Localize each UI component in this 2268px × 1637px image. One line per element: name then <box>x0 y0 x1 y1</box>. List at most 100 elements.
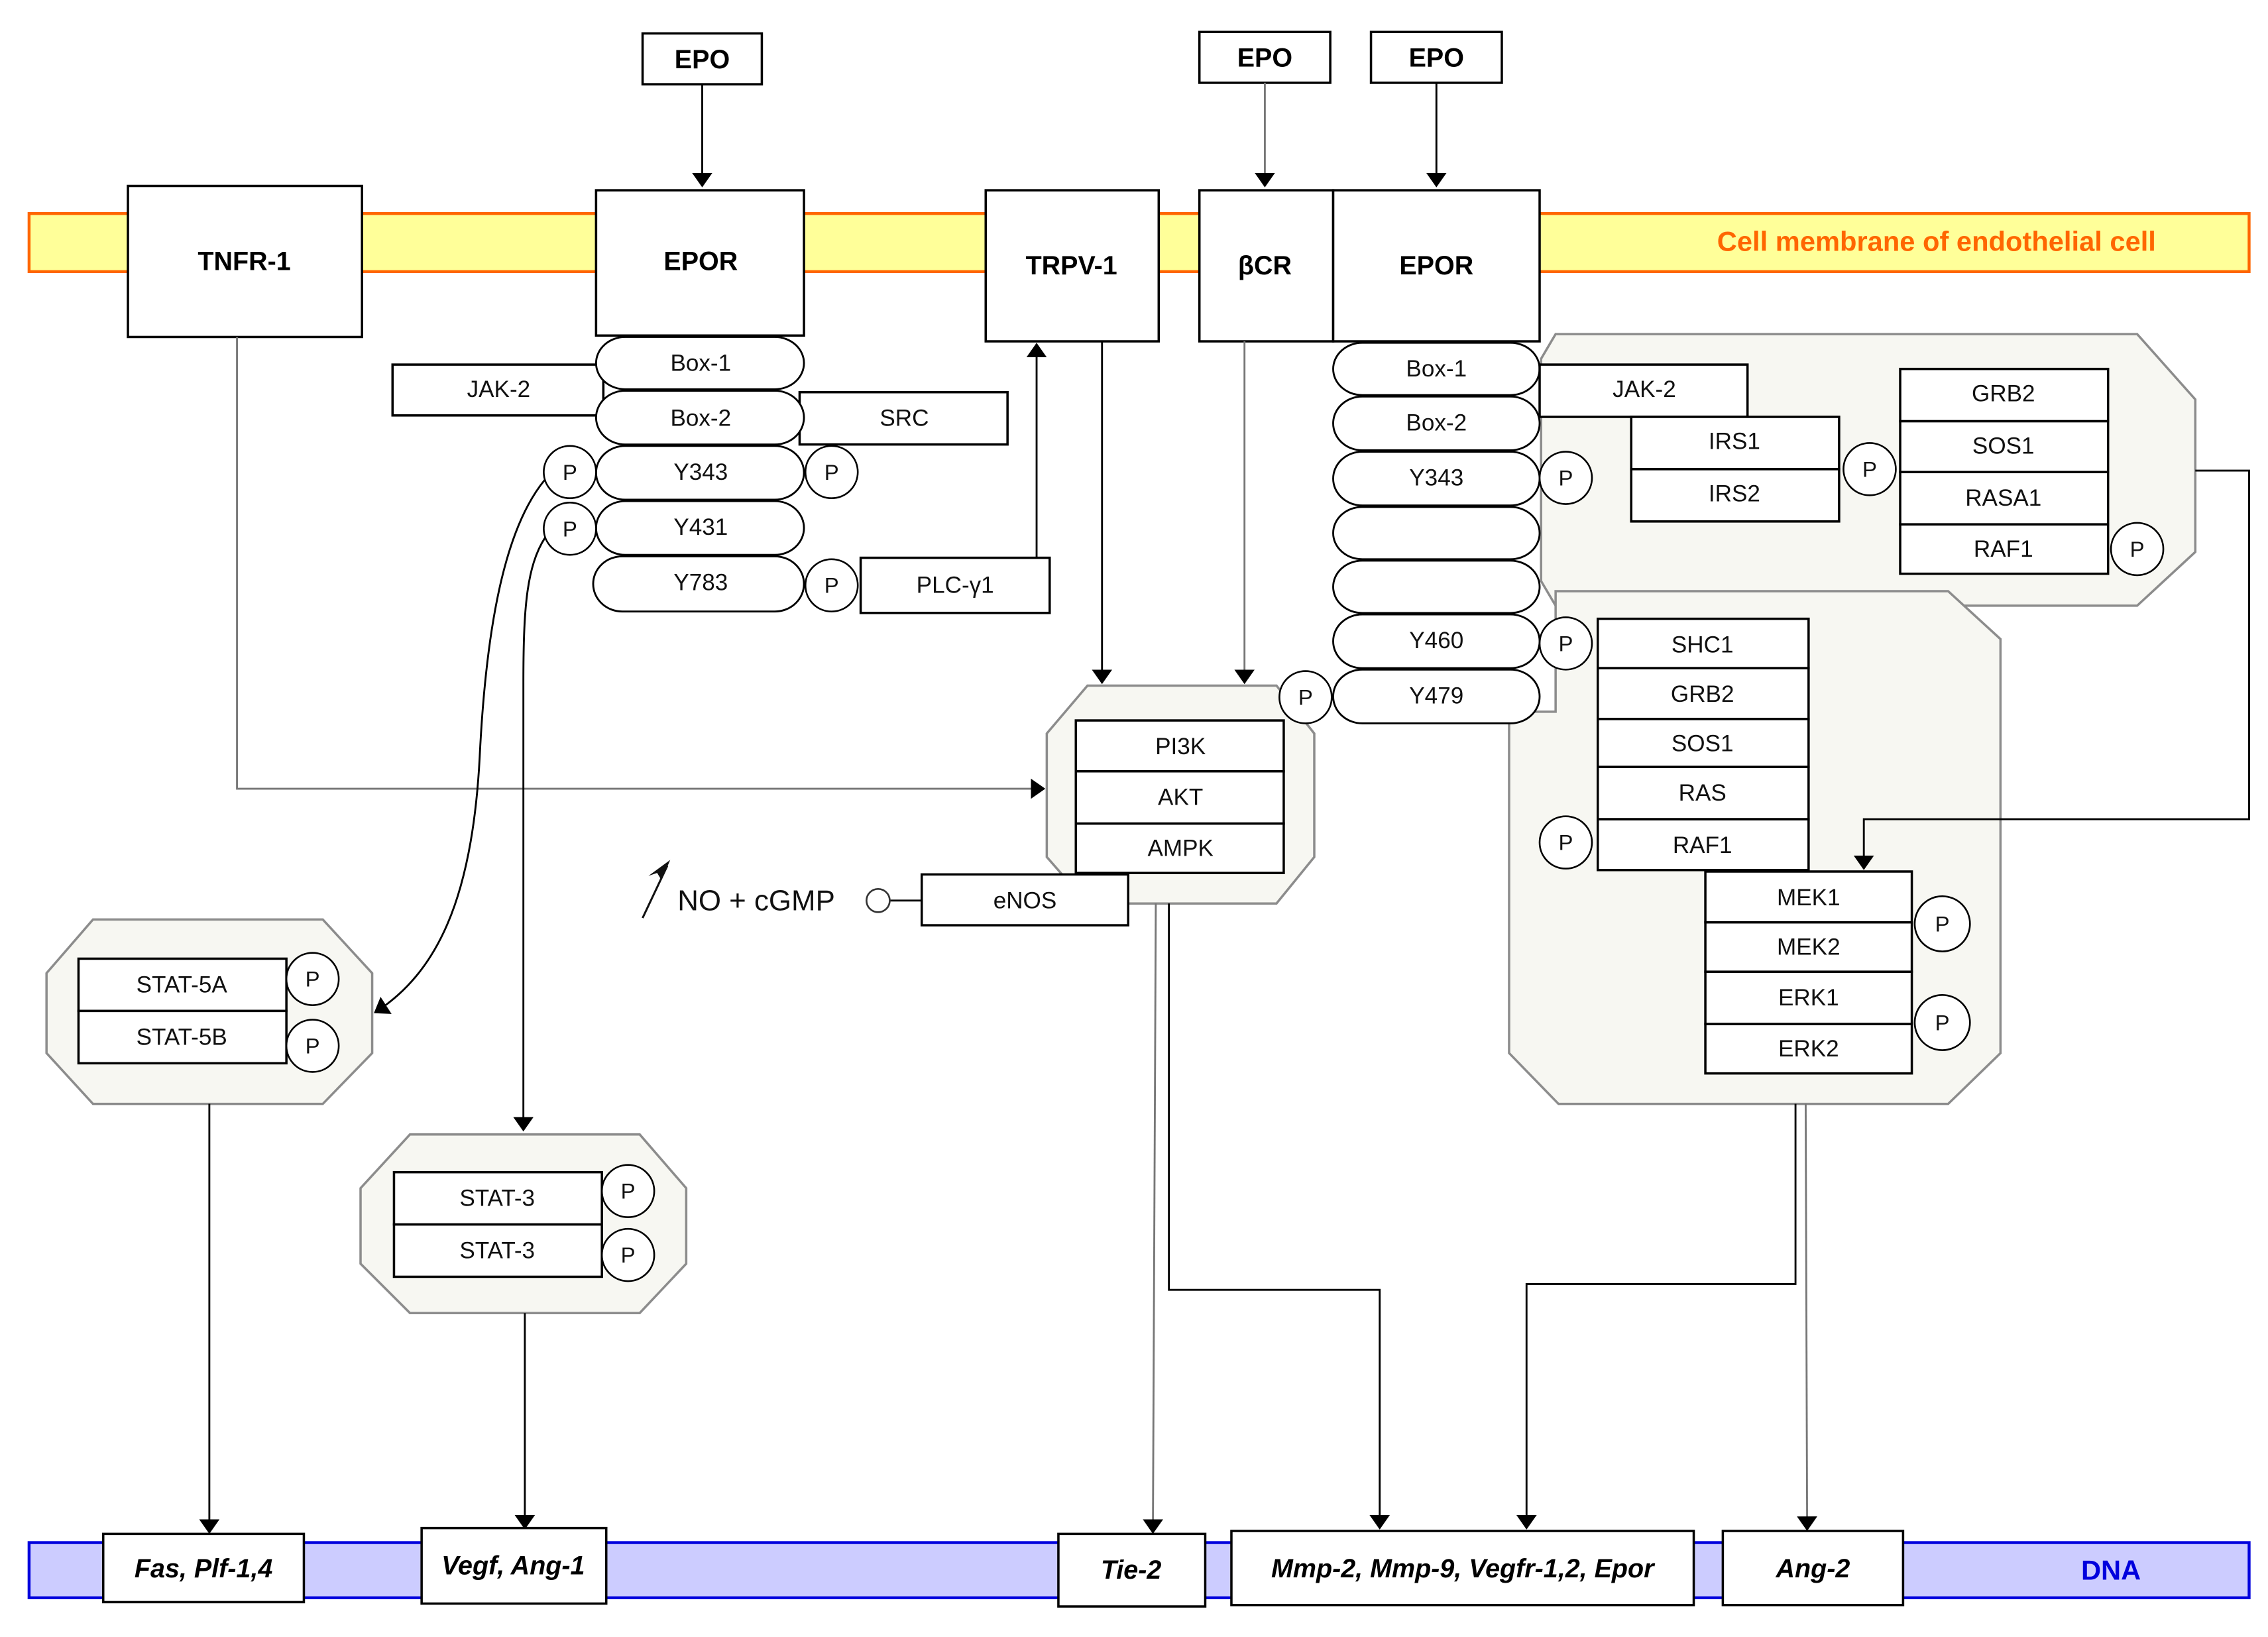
arrow-erk-mmp <box>1516 1103 1797 1530</box>
gene-fas-plf[interactable]: Fas, Plf-1,4 <box>101 1532 306 1604</box>
gene-ang2[interactable]: Ang-2 <box>1721 1530 1905 1607</box>
right-epor-domain-box2[interactable]: Box-2 <box>1332 395 1541 451</box>
left-epor-domain-y343[interactable]: Y343 <box>595 445 805 501</box>
svg-text:TRPV-1: TRPV-1 <box>1026 251 1117 280</box>
enos[interactable]: eNOS <box>920 873 1129 927</box>
mek2[interactable]: MEK2 <box>1704 921 1913 973</box>
epo-ligand-2[interactable]: EPO <box>1198 30 1332 84</box>
erk2[interactable]: ERK2 <box>1704 1023 1913 1075</box>
raf1-bottom[interactable]: RAF1 <box>1597 818 1810 872</box>
right-epor-domain-y460[interactable]: Y460 <box>1332 613 1541 669</box>
receptor-trpv1[interactable]: TRPV-1 <box>984 189 1161 343</box>
src[interactable]: SRC <box>798 390 1009 446</box>
sos1-bottom[interactable]: SOS1 <box>1597 718 1810 768</box>
svg-text:Box-1: Box-1 <box>670 350 731 376</box>
grb2-bottom[interactable]: GRB2 <box>1597 667 1810 720</box>
right-epor-domain-empty-2[interactable] <box>1332 559 1541 614</box>
arrow-pi3k-tie2 <box>1143 903 1163 1534</box>
svg-text:SOS1: SOS1 <box>1672 731 1734 757</box>
jak2-right[interactable]: JAK-2 <box>1538 363 1749 418</box>
svg-text:Fas, Plf-1,4: Fas, Plf-1,4 <box>135 1554 272 1583</box>
svg-text:ERK2: ERK2 <box>1778 1036 1839 1062</box>
right-epor-domain-y343[interactable]: Y343 <box>1332 451 1541 507</box>
svg-text:IRS1: IRS1 <box>1709 429 1760 455</box>
left-epor-domain-y431[interactable]: Y431 <box>595 500 805 556</box>
raf1-top[interactable]: RAF1 <box>1899 523 2110 575</box>
gene-tie2[interactable]: Tie-2 <box>1057 1532 1207 1608</box>
phospho-left-y431: P <box>543 501 597 556</box>
svg-text:STAT-5A: STAT-5A <box>137 972 228 997</box>
stat5b[interactable]: STAT-5B <box>77 1009 288 1065</box>
irs1[interactable]: IRS1 <box>1630 416 1841 471</box>
svg-text:AMPK: AMPK <box>1147 835 1213 861</box>
svg-text:PLC-γ1: PLC-γ1 <box>917 573 994 598</box>
svg-text:MEK1: MEK1 <box>1777 885 1841 911</box>
sos1-top[interactable]: SOS1 <box>1899 420 2110 474</box>
svg-text:P: P <box>563 516 577 541</box>
rasa1[interactable]: RASA1 <box>1899 471 2110 526</box>
phospho-irs: P <box>1843 442 1897 496</box>
svg-text:Y343: Y343 <box>673 459 728 485</box>
plc-gamma1[interactable]: PLC-γ1 <box>859 556 1051 614</box>
gene-vegf-ang1[interactable]: Vegf, Ang-1 <box>420 1526 608 1605</box>
akt[interactable]: AKT <box>1074 770 1285 825</box>
arrow-top-group-mek <box>1853 469 2250 870</box>
svg-text:PI3K: PI3K <box>1155 734 1206 760</box>
stat3-2[interactable]: STAT-3 <box>392 1223 603 1278</box>
receptor-tnfr1[interactable]: TNFR-1 <box>127 184 363 339</box>
phospho-stat5a: P <box>285 952 340 1006</box>
svg-text:P: P <box>824 460 839 484</box>
phospho-erk: P <box>1913 993 1971 1051</box>
gene-mmp-vegfr-epor[interactable]: Mmp-2, Mmp-9, Vegfr-1,2, Epor <box>1230 1530 1695 1607</box>
svg-text:RAS: RAS <box>1679 780 1727 806</box>
svg-text:EPO: EPO <box>675 45 730 74</box>
svg-text:Tie-2: Tie-2 <box>1101 1555 1161 1585</box>
right-epor-domain-empty-1[interactable] <box>1332 506 1541 561</box>
epo-ligand-3[interactable]: EPO <box>1369 30 1503 84</box>
svg-text:Box-2: Box-2 <box>1406 410 1467 435</box>
erk1[interactable]: ERK1 <box>1704 970 1913 1025</box>
svg-text:P: P <box>1559 830 1573 855</box>
irs2[interactable]: IRS2 <box>1630 468 1841 523</box>
receptor-bcr[interactable]: βCR <box>1198 189 1335 343</box>
left-epor-domain-y783[interactable]: Y783 <box>592 555 805 613</box>
svg-text:SOS1: SOS1 <box>1972 433 2035 459</box>
svg-text:JAK-2: JAK-2 <box>1613 376 1676 402</box>
stat5a[interactable]: STAT-5A <box>77 957 288 1013</box>
svg-text:P: P <box>621 1243 636 1267</box>
svg-text:P: P <box>1935 911 1950 936</box>
left-epor-domain-box1[interactable]: Box-1 <box>595 336 805 390</box>
receptor-epor-right[interactable]: EPOR <box>1332 189 1541 343</box>
svg-text:Y431: Y431 <box>673 514 728 540</box>
svg-text:Ang-2: Ang-2 <box>1775 1554 1850 1583</box>
left-epor-domain-box2[interactable]: Box-2 <box>595 390 805 446</box>
ras[interactable]: RAS <box>1597 765 1810 820</box>
svg-text:RAF1: RAF1 <box>1673 832 1732 858</box>
stat3-1[interactable]: STAT-3 <box>392 1170 603 1226</box>
grb2-top[interactable]: GRB2 <box>1899 367 2110 423</box>
svg-text:RASA1: RASA1 <box>1965 485 2041 511</box>
ampk[interactable]: AMPK <box>1074 822 1285 874</box>
phospho-left-y343-b: P <box>804 445 859 500</box>
svg-text:RAF1: RAF1 <box>1974 536 2033 562</box>
pi3k[interactable]: PI3K <box>1074 719 1285 773</box>
svg-text:P: P <box>1935 1010 1950 1035</box>
mek1[interactable]: MEK1 <box>1704 870 1913 924</box>
jak2-left[interactable]: JAK-2 <box>391 363 605 417</box>
no-cgmp-label: NO + cGMP <box>677 884 835 917</box>
svg-text:EPOR: EPOR <box>1399 251 1473 280</box>
svg-text:JAK-2: JAK-2 <box>467 376 531 402</box>
arrow-y431-stat3 <box>513 537 546 1132</box>
svg-text:EPO: EPO <box>1237 44 1292 73</box>
svg-text:IRS2: IRS2 <box>1709 481 1760 507</box>
receptor-epor-left[interactable]: EPOR <box>595 189 805 337</box>
right-epor-domain-y479[interactable]: Y479 <box>1332 668 1541 724</box>
svg-text:P: P <box>1298 685 1313 710</box>
phospho-right-y343: P <box>1538 451 1593 505</box>
svg-text:EPO: EPO <box>1409 44 1464 73</box>
membrane-label: Cell membrane of endothelial cell <box>1717 225 2156 256</box>
svg-text:P: P <box>1559 466 1573 490</box>
epo-ligand-1[interactable]: EPO <box>641 32 764 85</box>
right-epor-domain-box1[interactable]: Box-1 <box>1332 341 1541 396</box>
shc1[interactable]: SHC1 <box>1597 617 1810 669</box>
